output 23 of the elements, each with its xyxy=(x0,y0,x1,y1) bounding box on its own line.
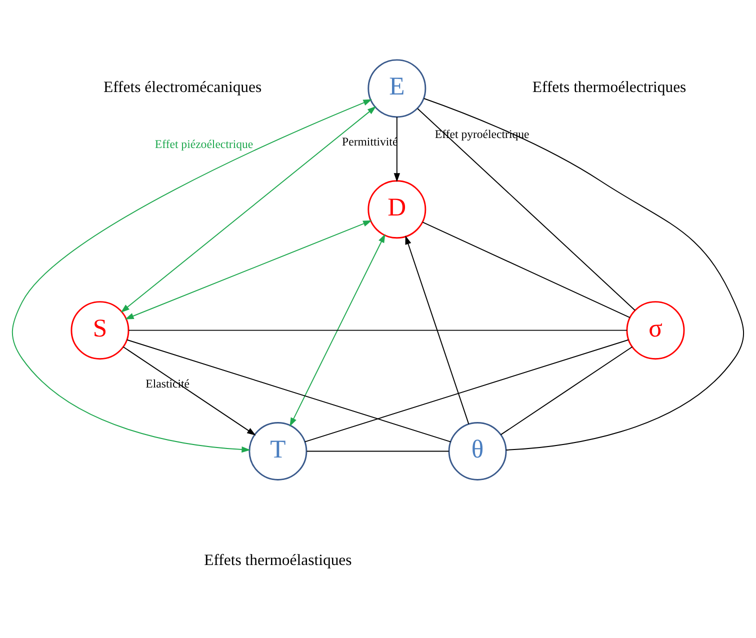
connector xyxy=(304,338,629,442)
arrow xyxy=(12,98,372,452)
node-circle: σ xyxy=(626,300,685,360)
node-circle: θ xyxy=(448,422,507,480)
arrow xyxy=(394,116,400,182)
arrow xyxy=(124,220,372,319)
connector xyxy=(126,338,452,442)
edge-label: Effet piézoélectrique xyxy=(154,136,254,151)
node-circle: T xyxy=(248,422,308,480)
connector xyxy=(422,221,630,318)
connector xyxy=(417,108,636,310)
connector xyxy=(306,450,450,452)
connector xyxy=(500,346,633,435)
arrow xyxy=(122,346,256,436)
arrow xyxy=(290,233,386,426)
arrow xyxy=(405,235,470,424)
connector xyxy=(128,329,628,330)
label: Effets électromécaniques xyxy=(104,78,262,96)
label: Effets thermoélectriques xyxy=(532,78,686,96)
label: Effets thermoélastiques xyxy=(204,552,352,569)
arrow xyxy=(120,106,376,312)
node-circle: D xyxy=(368,180,426,238)
connector xyxy=(423,98,744,450)
